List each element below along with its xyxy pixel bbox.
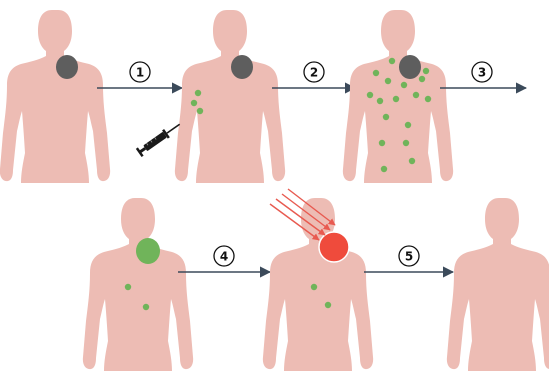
tumor bbox=[56, 55, 78, 79]
marker-dot bbox=[191, 100, 197, 106]
step-label-4: 4 bbox=[220, 250, 228, 264]
arrow-step-2: 2 bbox=[272, 62, 355, 88]
arrow-step-4: 4 bbox=[178, 246, 270, 272]
irradiated-tumor bbox=[319, 232, 349, 262]
marker-dot bbox=[195, 90, 201, 96]
marker-dot bbox=[197, 108, 203, 114]
arrow-step-3: 3 bbox=[440, 62, 526, 88]
marker-dot bbox=[311, 284, 317, 290]
body-silhouette bbox=[447, 198, 549, 371]
step-label-3: 3 bbox=[478, 66, 486, 80]
marker-dot bbox=[125, 284, 131, 290]
marker-dot bbox=[325, 302, 331, 308]
figure-4 bbox=[83, 198, 193, 371]
body-silhouette bbox=[0, 10, 110, 183]
figure-6 bbox=[447, 198, 549, 371]
body-silhouette bbox=[343, 10, 453, 183]
step-label-5: 5 bbox=[405, 250, 413, 264]
marker-dot bbox=[143, 304, 149, 310]
body-silhouette bbox=[83, 198, 193, 371]
arrow-step-5: 5 bbox=[364, 246, 453, 272]
marked-tumor bbox=[136, 238, 160, 264]
figure-3 bbox=[343, 10, 453, 183]
figure-5 bbox=[263, 198, 373, 371]
body-silhouette bbox=[175, 10, 285, 183]
tumor bbox=[399, 55, 421, 79]
syringe-icon bbox=[136, 120, 183, 157]
tumor bbox=[231, 55, 253, 79]
step-label-1: 1 bbox=[136, 66, 144, 80]
step-label-2: 2 bbox=[310, 66, 318, 80]
figure-2 bbox=[175, 10, 285, 183]
arrow-step-1: 1 bbox=[97, 62, 182, 88]
figure-1 bbox=[0, 10, 110, 183]
body-silhouette bbox=[263, 198, 373, 371]
